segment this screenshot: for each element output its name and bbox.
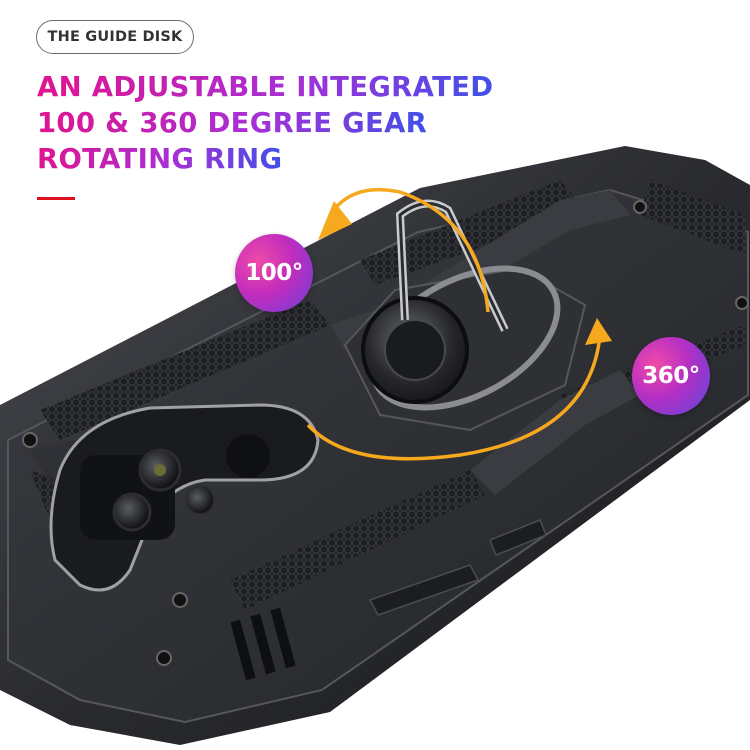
headline-line-3: ROTATING RING bbox=[37, 143, 283, 175]
rotation-100-badge: 100° bbox=[235, 234, 313, 312]
rotation-360-badge: 360° bbox=[632, 337, 710, 415]
accent-rule bbox=[37, 197, 75, 200]
headline: AN ADJUSTABLE INTEGRATED 100 & 360 DEGRE… bbox=[37, 69, 493, 177]
guide-disk-label: THE GUIDE DISK bbox=[36, 20, 194, 54]
phone-case-photo bbox=[0, 146, 750, 745]
headline-line-1: AN ADJUSTABLE INTEGRATED bbox=[37, 71, 494, 103]
headline-line-2: 100 & 360 DEGREE GEAR bbox=[37, 107, 428, 139]
rotation-arrow-icon bbox=[306, 334, 602, 461]
rotation-arrow-icon bbox=[328, 187, 490, 313]
